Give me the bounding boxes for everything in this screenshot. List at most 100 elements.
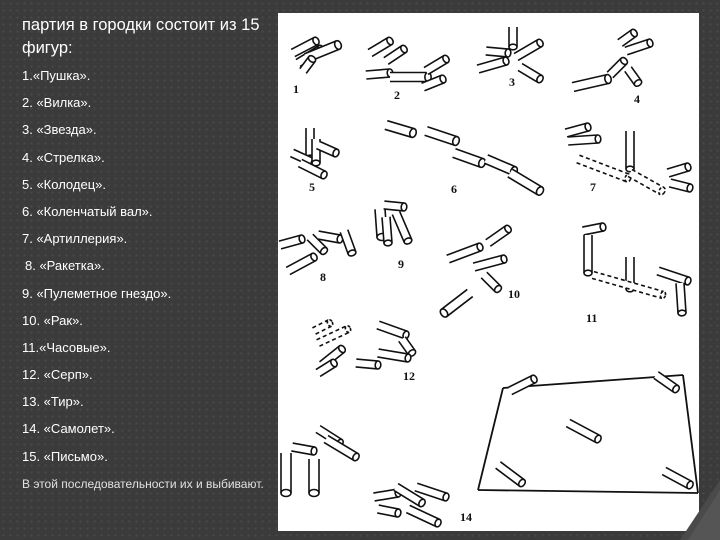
- stick-outline: [423, 54, 449, 76]
- stick-body: [383, 201, 405, 211]
- stick-end: [535, 186, 545, 196]
- stick-body: [392, 211, 412, 243]
- stick-body: [513, 39, 543, 61]
- list-item: 15. «Письмо».: [22, 448, 108, 464]
- stick-outline: [381, 216, 393, 244]
- stick-body: [423, 55, 449, 75]
- stick-outline: [627, 168, 665, 196]
- stick-end: [307, 54, 317, 64]
- stick-end: [686, 480, 694, 490]
- figure-number-3: 3: [509, 75, 515, 89]
- stick-outline: [377, 348, 409, 363]
- stick-end: [310, 446, 318, 456]
- figure-number-14: 14: [460, 510, 472, 524]
- court-line: [502, 374, 684, 389]
- stick-end: [347, 249, 357, 257]
- stick-outline: [582, 222, 604, 236]
- stick-outline: [308, 459, 320, 493]
- stick-body: [507, 169, 543, 195]
- stick-outline: [567, 134, 599, 146]
- stick-body: [567, 135, 599, 145]
- stick-outline: [666, 162, 690, 178]
- stick-end: [659, 290, 667, 300]
- stick-end: [633, 78, 643, 88]
- figures-illustration: 1 2 3 4 5 6 7 8 9 10 11 12 14: [278, 13, 699, 531]
- stick-outline: [583, 235, 593, 273]
- stick-body: [323, 435, 359, 461]
- stick-outline: [390, 71, 428, 83]
- stick-outline: [517, 62, 543, 84]
- stick-outline: [624, 66, 642, 86]
- stick-body: [384, 120, 415, 138]
- stick-end: [594, 434, 602, 444]
- figure-number-5: 5: [309, 180, 315, 194]
- stick-outline: [339, 229, 357, 255]
- stick-end: [310, 252, 318, 262]
- stick-end: [508, 43, 518, 51]
- figures-drawing: 1 2 3 4 5 6 7 8 9 10 11 12 14: [278, 27, 699, 528]
- stick-end: [330, 358, 338, 368]
- stick-outline: [393, 482, 425, 508]
- stick-body: [278, 235, 304, 249]
- stick-outline: [424, 125, 458, 147]
- stick-body: [485, 47, 509, 57]
- stick-end: [684, 276, 692, 286]
- stick-body: [390, 72, 428, 82]
- stick-outline: [421, 74, 445, 92]
- stick-end: [418, 498, 426, 508]
- stick-body: [309, 459, 319, 493]
- stick-body: [383, 45, 407, 65]
- stick-body: [576, 155, 630, 182]
- stick-outline: [383, 45, 407, 65]
- stick-body: [517, 63, 543, 83]
- stick-end: [320, 170, 328, 180]
- stick-body: [421, 75, 445, 91]
- stick-end: [658, 186, 666, 196]
- stick-end: [584, 122, 592, 132]
- stick-end: [280, 488, 292, 498]
- stick-outline: [571, 73, 610, 93]
- stick-body: [424, 126, 458, 146]
- list-item: 6. «Коленчатый вал».: [22, 203, 153, 219]
- stick-end: [326, 318, 334, 328]
- stick-end: [344, 324, 352, 334]
- stick-outline: [312, 319, 332, 335]
- list-item: 2. «Вилка».: [22, 95, 92, 111]
- figure-number-11: 11: [586, 311, 597, 325]
- order-note: В этой последовательности их и выбивают.: [22, 476, 264, 491]
- stick-body: [316, 325, 350, 347]
- stick-outline: [617, 29, 637, 47]
- stick-outline: [476, 56, 508, 74]
- stick-body: [393, 483, 425, 507]
- stick-end: [476, 242, 484, 252]
- stick-body: [495, 461, 525, 487]
- stick-body: [367, 37, 393, 57]
- figure-number-8: 8: [320, 270, 326, 284]
- list-item: 9. «Пулеметное гнездо».: [22, 285, 172, 301]
- stick-body: [676, 282, 686, 314]
- stick-body: [508, 375, 536, 395]
- stick-outline: [495, 461, 525, 487]
- stick-body: [669, 179, 691, 192]
- stick-outline: [391, 211, 413, 243]
- stick-end: [502, 56, 510, 66]
- stick-outline: [367, 36, 393, 58]
- stick-end: [374, 360, 382, 370]
- stick-body: [656, 267, 690, 285]
- stick-outline: [624, 38, 652, 56]
- stick-outline: [299, 56, 316, 74]
- figure-number-labels: 1 2 3 4 5 6 7 8 9 10 11 12 14: [293, 75, 640, 524]
- stick-end: [333, 39, 343, 51]
- stick-outline: [278, 234, 304, 250]
- stick-body: [377, 349, 409, 362]
- list-item: 13. «Тир».: [22, 394, 84, 410]
- stick-outline: [507, 168, 543, 196]
- stick-outline: [606, 57, 628, 79]
- list-item: 5. «Колодец».: [22, 176, 106, 192]
- stick-end: [599, 222, 607, 232]
- stick-end: [312, 36, 320, 46]
- stick-body: [365, 69, 391, 79]
- stick-outline: [355, 358, 379, 370]
- stick-outline: [384, 119, 415, 139]
- stick-outline: [591, 270, 665, 300]
